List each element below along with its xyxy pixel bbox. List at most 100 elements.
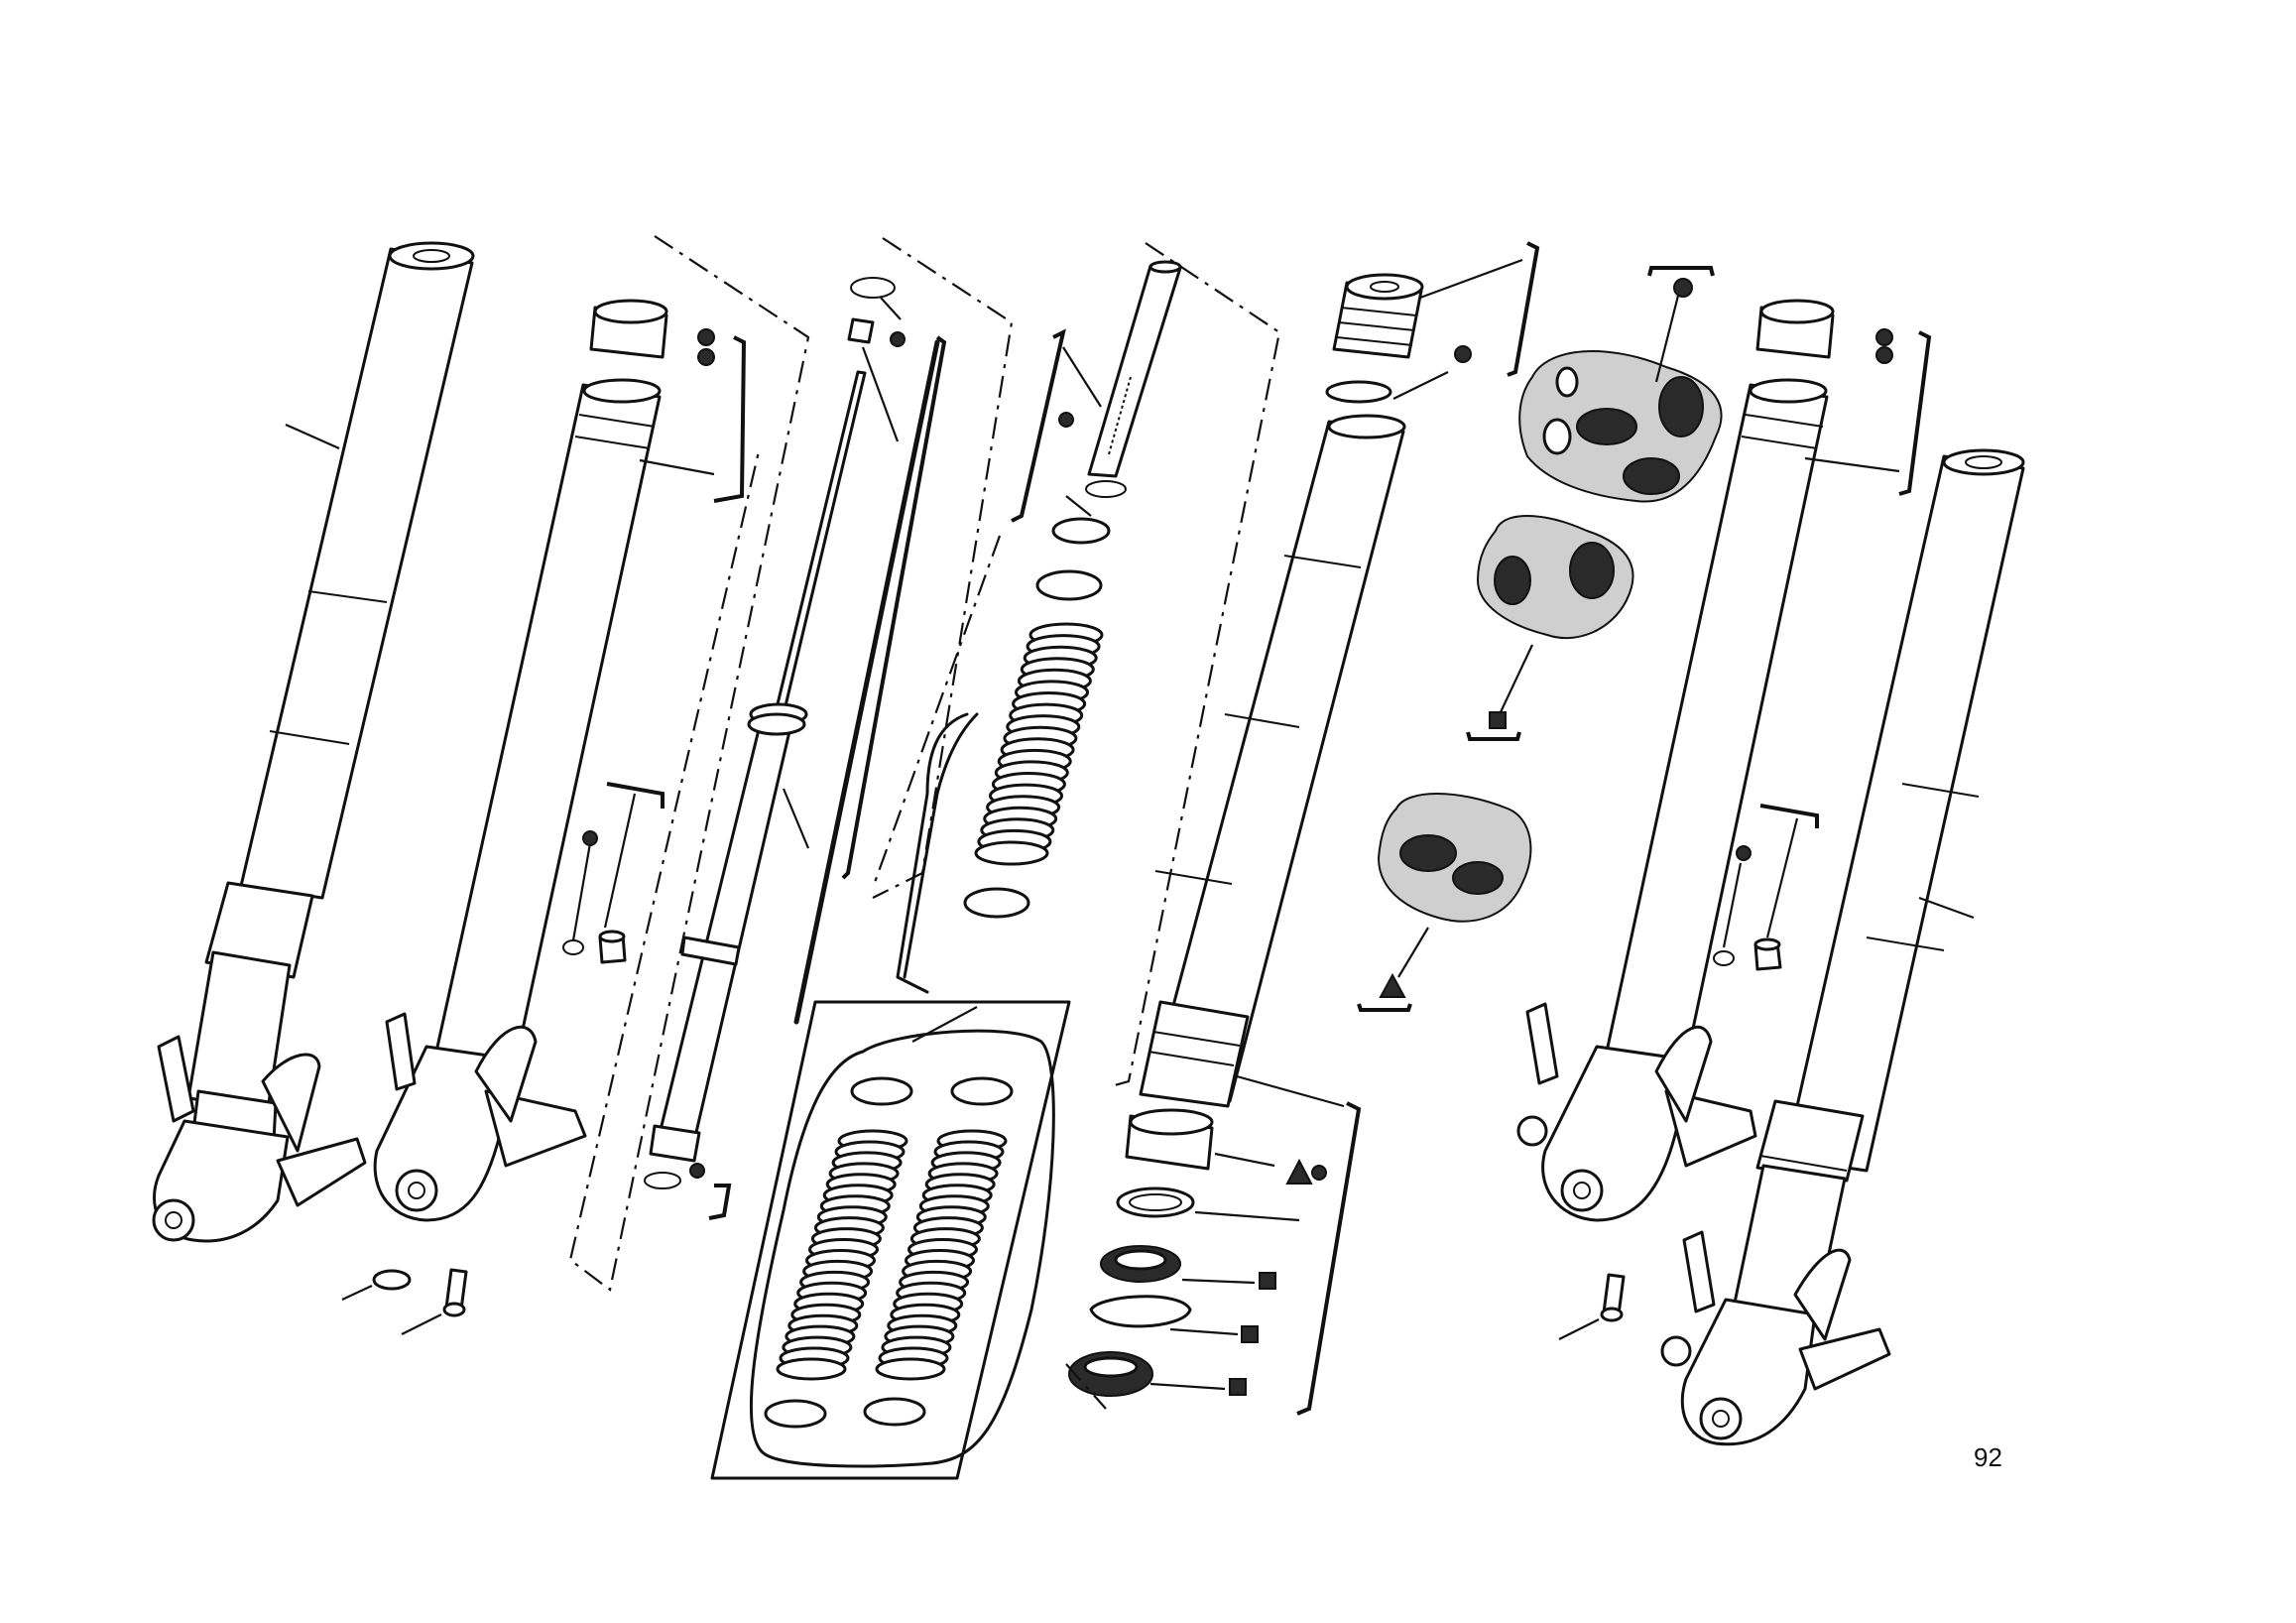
leader-line [1397, 927, 1429, 978]
square-marker [1489, 711, 1507, 729]
square-marker [1229, 1378, 1247, 1396]
circle-marker [1454, 345, 1472, 363]
top-bushing [589, 299, 668, 359]
leader-line [1654, 291, 1681, 383]
bracket [1759, 804, 1819, 828]
outer-tube-left [373, 378, 662, 1222]
bracket [1647, 266, 1715, 277]
leader-line [861, 346, 900, 442]
leader-line [1181, 1278, 1256, 1285]
bleed-screw [562, 930, 627, 964]
o-ring [1325, 380, 1392, 404]
leader-line [639, 458, 715, 476]
axle-nut [341, 1269, 412, 1301]
leader-line [1062, 346, 1102, 408]
circle-marker [689, 1163, 705, 1179]
square-marker [1241, 1325, 1259, 1343]
spring-variant-a [776, 1129, 908, 1381]
circle-marker [582, 830, 598, 846]
bracket [1466, 731, 1521, 741]
bracket [708, 1184, 732, 1220]
oil-kit-middle [1476, 515, 1634, 640]
leader-line [1236, 1074, 1345, 1108]
stanchion-tube [1139, 414, 1406, 1108]
right-fork-leg-assembly [1660, 448, 2025, 1446]
bleed-screw-right [1713, 937, 1782, 971]
oil-kit-bottom [1377, 793, 1532, 923]
spring-seat [950, 1076, 1014, 1106]
page-number: 92 [1974, 1442, 2002, 1472]
leader-line [1169, 1327, 1239, 1336]
dashed-group-outline [1065, 1363, 1107, 1410]
pinch-bolt [401, 1268, 468, 1335]
top-bushing-right [1755, 299, 1835, 359]
bracket [1357, 1003, 1412, 1012]
spring-seat [863, 1397, 926, 1427]
leader-line [1765, 817, 1799, 938]
leader-line [1065, 495, 1092, 517]
leader-line [1722, 862, 1743, 948]
outer-tube-right [1516, 378, 1829, 1222]
circle-marker [1058, 412, 1074, 428]
leader-line [603, 793, 637, 929]
circle-marker [1311, 1165, 1327, 1181]
inset-leader [896, 712, 969, 994]
oil-seal [1100, 1245, 1181, 1283]
oil-kit-top [1518, 350, 1723, 503]
main-spring [974, 622, 1104, 866]
leader-line [1804, 456, 1900, 473]
spring-variants-inset [710, 1000, 1071, 1480]
spring-coil [974, 840, 1049, 866]
circle-marker [697, 348, 715, 366]
spring-seat-upper [1035, 569, 1103, 601]
circle-marker [1875, 346, 1893, 364]
inset-outline [749, 1029, 1055, 1468]
bracket [841, 335, 947, 880]
bracket [1296, 1101, 1362, 1416]
leader-line [1149, 1382, 1226, 1391]
backup-ring [1116, 1186, 1195, 1218]
leader-line [1419, 258, 1523, 300]
spring-seat [850, 1076, 913, 1106]
leader-line [1499, 644, 1533, 715]
pinch-bolt-right [1558, 1273, 1626, 1340]
leader-line [1194, 1210, 1300, 1222]
leader-line [571, 842, 592, 941]
damper-cartridge [649, 277, 896, 1163]
leader-line [1392, 371, 1449, 400]
leader-line [1214, 1152, 1275, 1168]
divider-line [793, 339, 940, 1025]
dashed-group-outline [568, 235, 810, 1292]
leader-line [285, 423, 340, 450]
guide-bushing [1125, 1108, 1214, 1171]
spring-seat [764, 1399, 827, 1429]
spring-coil [875, 1357, 946, 1381]
triangle-marker [1379, 972, 1406, 998]
bracket [1507, 241, 1540, 377]
top-cap [1332, 273, 1424, 359]
circle-marker [697, 328, 715, 346]
dashed-group-outline [872, 237, 1014, 899]
bracket [606, 782, 665, 809]
circlip [1089, 1295, 1192, 1328]
dust-seal [1068, 1351, 1153, 1397]
leader-line [880, 297, 902, 320]
square-marker [1259, 1272, 1276, 1290]
triangle-marker [1285, 1158, 1313, 1185]
bracket [713, 335, 747, 503]
dashed-group-outline [871, 535, 1002, 889]
inset-leader [903, 712, 979, 979]
left-fork-leg-assembly [152, 241, 475, 1243]
bracket [1011, 328, 1066, 523]
leader-line [1918, 896, 1975, 920]
preload-adjuster [1087, 260, 1182, 478]
dashed-group-outline [1110, 242, 1281, 1088]
circle-marker [1673, 278, 1693, 298]
bracket [1898, 330, 1932, 496]
spring-seat-lower [963, 887, 1030, 919]
spring-variant-b [875, 1129, 1008, 1381]
circle-marker [890, 331, 906, 347]
circle-marker [1736, 845, 1752, 861]
circle-marker [1875, 328, 1893, 346]
